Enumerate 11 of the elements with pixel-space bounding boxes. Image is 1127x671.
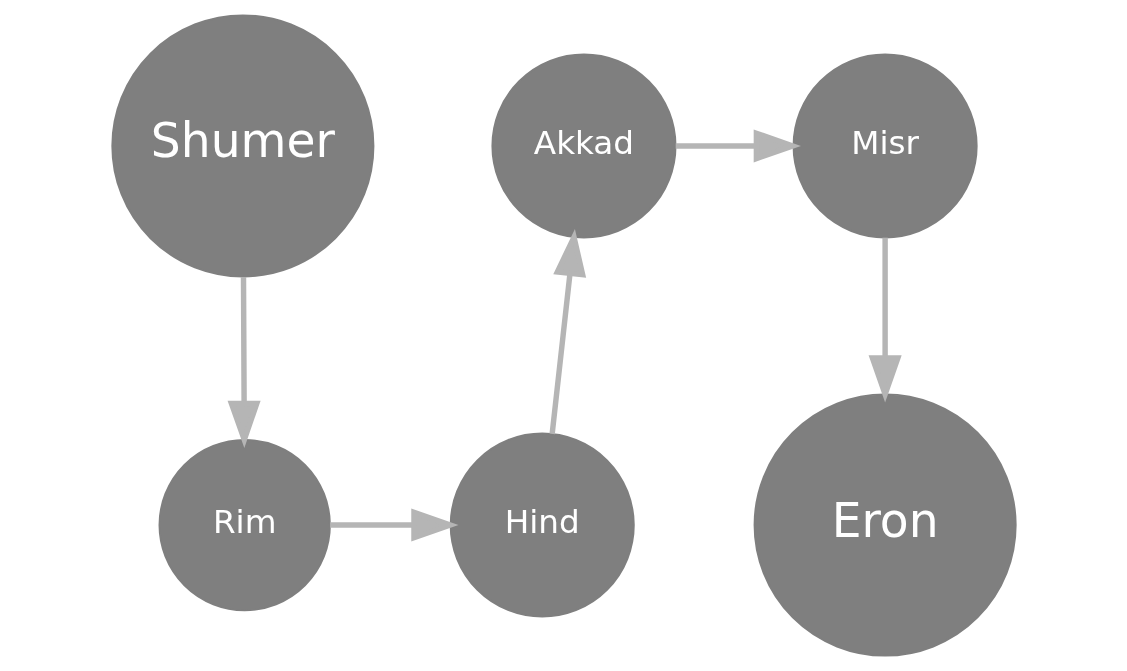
arrow: [675, 129, 801, 163]
node-circle: Eron: [753, 393, 1017, 657]
arrow: [868, 237, 902, 403]
node-circle: Shumer: [110, 14, 374, 278]
node-circle: Akkad: [490, 53, 676, 239]
arrow: [329, 508, 458, 542]
node-circle: Misr: [792, 53, 978, 239]
node-circle: Hind: [449, 432, 635, 618]
node-circle: Rim: [158, 438, 331, 612]
arrow: [548, 229, 586, 435]
arrow: [227, 276, 261, 448]
